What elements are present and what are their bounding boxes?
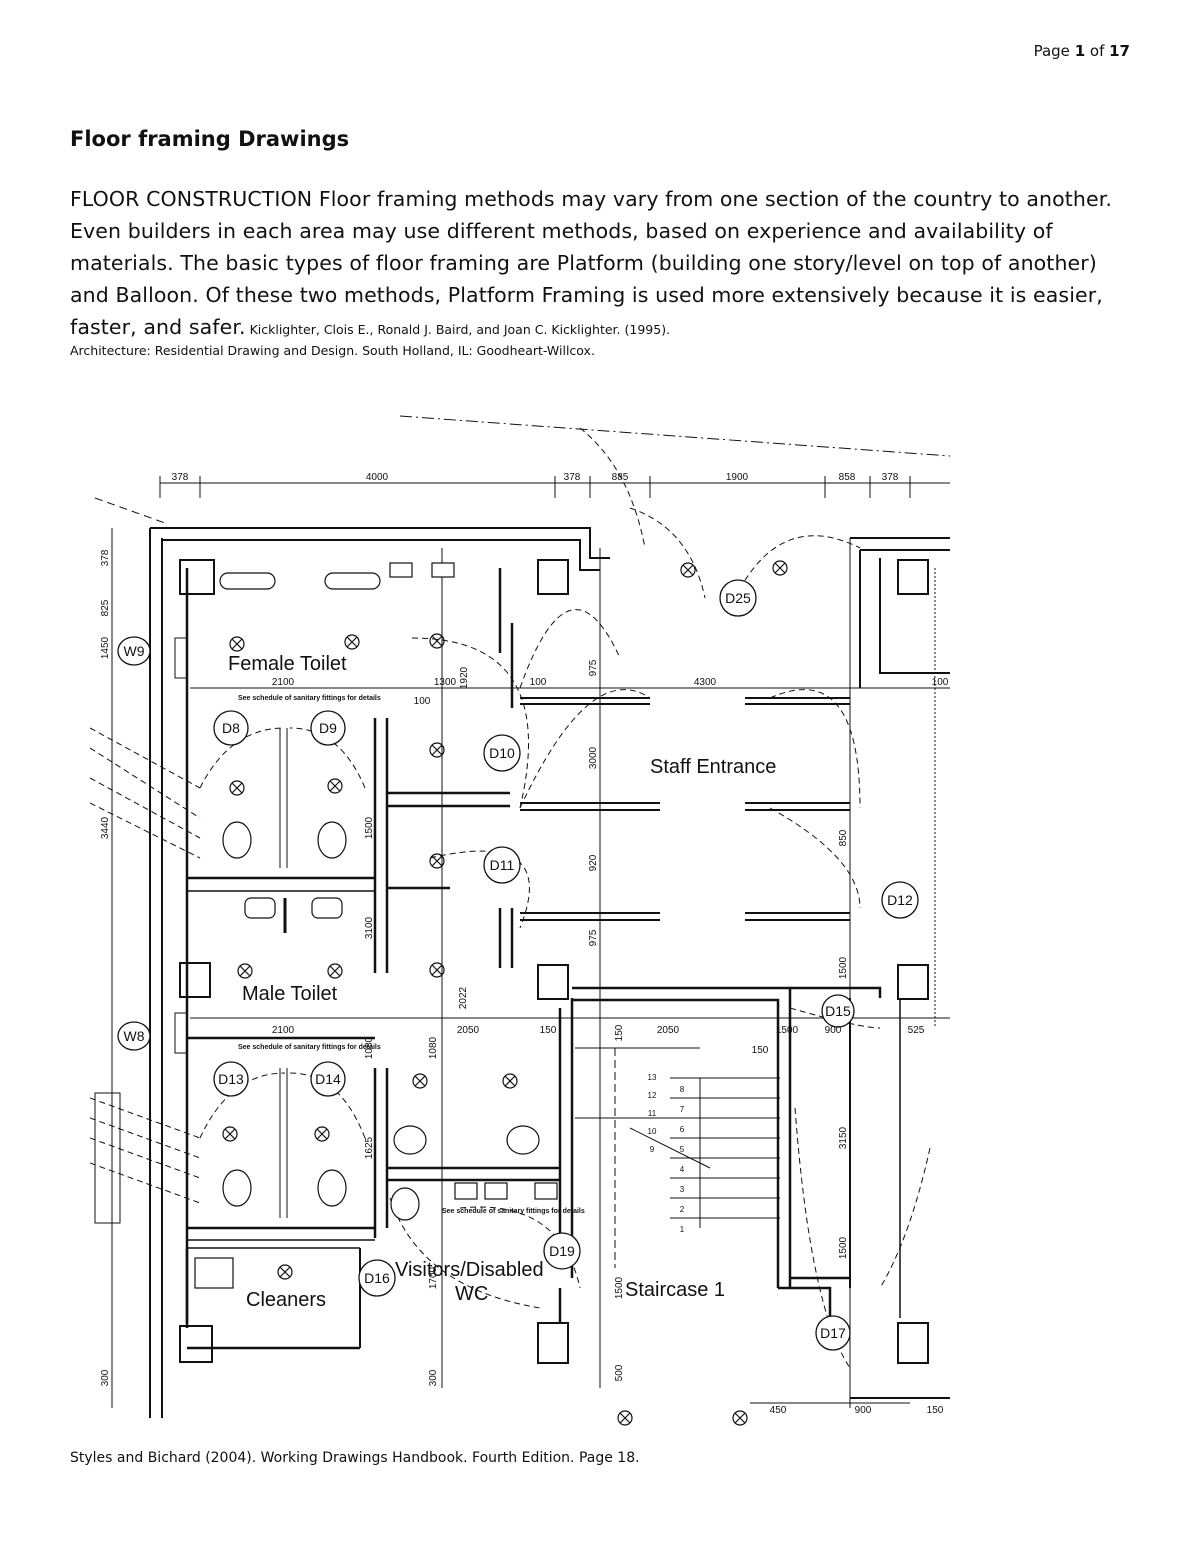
- stair-step-number: 4: [680, 1165, 685, 1174]
- window-tag-w9: W9: [124, 643, 145, 659]
- dim-top-3: 378: [564, 472, 581, 483]
- dim-v-975b: 975: [588, 929, 599, 946]
- stair-step-number: 1: [680, 1225, 685, 1234]
- stair-step-number: 13: [648, 1073, 657, 1082]
- dim-female-1300: 1300: [434, 677, 457, 688]
- dim-top-7: 378: [882, 472, 899, 483]
- page-number: Page 1 of 17: [1034, 42, 1130, 60]
- room-label-visitors-wc-2: WC: [455, 1283, 488, 1305]
- fixture-note-female: See schedule of sanitary fittings for de…: [238, 695, 381, 702]
- citation-continued: Architecture: Residential Drawing and De…: [70, 343, 595, 358]
- stair-step-number: 3: [680, 1185, 685, 1194]
- dim-v-3000: 3000: [588, 746, 599, 769]
- dim-stair-150: 150: [752, 1045, 769, 1056]
- stair-step-number: 8: [680, 1085, 685, 1094]
- room-label-staircase: Staircase 1: [625, 1279, 725, 1301]
- dim-v-2022: 2022: [458, 986, 469, 1009]
- dim-v-3440: 3440: [100, 816, 111, 839]
- stair-step-number: 6: [680, 1125, 685, 1134]
- stair-step-number: 9: [650, 1145, 655, 1154]
- page-number-prefix: Page: [1033, 42, 1075, 60]
- door-tag-d11: D11: [490, 857, 515, 873]
- dim-staff-100: 100: [530, 677, 547, 688]
- floor-plan-drawing: Female Toilet Male Toilet Staff Entrance…: [90, 415, 950, 1426]
- door-tag-d13: D13: [218, 1071, 244, 1087]
- dim-stair-1500: 1500: [776, 1025, 799, 1036]
- citation-inline: Kicklighter, Clois E., Ronald J. Baird, …: [245, 322, 671, 337]
- dim-top-5: 1900: [726, 472, 749, 483]
- door-tag-d10: D10: [489, 745, 515, 761]
- room-label-visitors-wc-1: Visitors/Disabled: [395, 1259, 544, 1281]
- dim-female-100: 100: [414, 696, 431, 707]
- dim-v-975: 975: [588, 659, 599, 676]
- fixture-note-visitors: See schedule of sanitary fittings for de…: [442, 1208, 585, 1215]
- page-number-mid: of: [1085, 42, 1110, 60]
- dim-v-1920: 1920: [459, 666, 470, 689]
- dim-staff-100r: 100: [932, 677, 949, 688]
- dim-v-500: 500: [614, 1364, 625, 1381]
- stair-step-number: 12: [648, 1091, 657, 1100]
- dim-v-850: 850: [838, 829, 849, 846]
- dim-staff-4300: 4300: [694, 677, 717, 688]
- dim-v-378: 378: [100, 549, 111, 566]
- page-number-current: 1: [1074, 42, 1086, 60]
- dim-v-1500c: 1500: [614, 1276, 625, 1299]
- dim-stair-2050: 2050: [657, 1025, 680, 1036]
- paragraph-text: FLOOR CONSTRUCTION Floor framing methods…: [70, 187, 1112, 339]
- dim-bottom-150: 150: [927, 1405, 944, 1416]
- stair-step-number: 10: [648, 1127, 657, 1136]
- dim-v-825: 825: [100, 599, 111, 616]
- dim-stair-150b: 150: [540, 1025, 557, 1036]
- dim-v-1700: 1700: [428, 1266, 439, 1289]
- dim-v-1080b: 1080: [428, 1036, 439, 1059]
- dim-v-150: 150: [614, 1024, 625, 1041]
- dim-v-300: 300: [100, 1369, 111, 1386]
- footer-reference: Styles and Bichard (2004). Working Drawi…: [70, 1450, 640, 1466]
- dim-bottom-900: 900: [855, 1405, 872, 1416]
- dim-stair-900: 900: [825, 1025, 842, 1036]
- dim-v-1500b: 1500: [838, 956, 849, 979]
- dim-v-1080: 1080: [364, 1036, 375, 1059]
- dim-top-6: 858: [839, 472, 856, 483]
- door-tag-d19: D19: [549, 1243, 575, 1259]
- dim-top-4: 885: [612, 472, 629, 483]
- room-label-male-toilet: Male Toilet: [242, 983, 338, 1005]
- stair-step-number: 11: [648, 1109, 657, 1118]
- door-tag-d16: D16: [364, 1270, 390, 1286]
- stair-step-number: 7: [680, 1105, 685, 1114]
- room-label-female-toilet: Female Toilet: [228, 653, 347, 675]
- window-tag-w8: W8: [124, 1028, 145, 1044]
- dim-v-3100: 3100: [364, 916, 375, 939]
- room-label-cleaners: Cleaners: [246, 1289, 326, 1311]
- page-number-total: 17: [1109, 42, 1130, 60]
- dim-bottom-450: 450: [770, 1405, 787, 1416]
- door-tag-d25: D25: [725, 590, 751, 606]
- dim-v-1500: 1500: [364, 816, 375, 839]
- dim-v-1625: 1625: [364, 1136, 375, 1159]
- stair-step-number: 2: [680, 1205, 685, 1214]
- dim-stair-525: 525: [908, 1025, 925, 1036]
- door-tag-d8: D8: [222, 720, 240, 736]
- door-tag-d17: D17: [820, 1325, 846, 1341]
- dim-top-1: 378: [172, 472, 189, 483]
- door-tag-d12: D12: [887, 892, 913, 908]
- dim-v-300b: 300: [428, 1369, 439, 1386]
- dim-male-2050: 2050: [457, 1025, 480, 1036]
- dim-male-2100: 2100: [272, 1025, 295, 1036]
- stair-step-number: 5: [680, 1145, 685, 1154]
- dim-v-1500d: 1500: [838, 1236, 849, 1259]
- door-tag-d15: D15: [825, 1003, 851, 1019]
- room-label-staff-entrance: Staff Entrance: [650, 756, 776, 778]
- body-paragraph: FLOOR CONSTRUCTION Floor framing methods…: [70, 183, 1130, 346]
- dim-female-2100: 2100: [272, 677, 295, 688]
- dim-v-3150: 3150: [838, 1126, 849, 1149]
- document-title: Floor framing Drawings: [70, 127, 350, 151]
- dim-v-1450: 1450: [100, 636, 111, 659]
- door-tag-d14: D14: [315, 1071, 341, 1087]
- dim-top-2: 4000: [366, 472, 389, 483]
- door-tag-d9: D9: [319, 720, 337, 736]
- fixture-note-male: See schedule of sanitary fittings for de…: [238, 1044, 381, 1051]
- dim-v-920: 920: [588, 854, 599, 871]
